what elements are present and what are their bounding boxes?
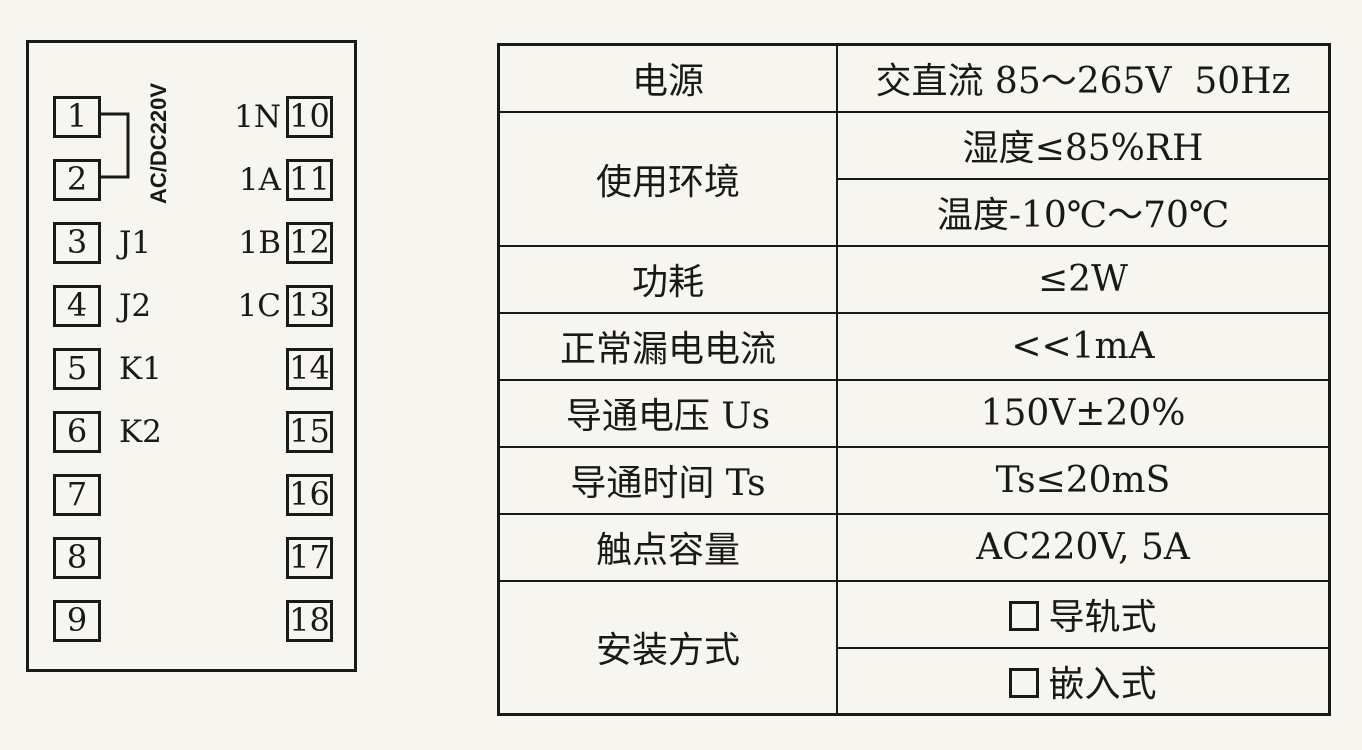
terminal-15: 15 (286, 411, 333, 453)
spec-row: 安装方式导轨式 (497, 579, 1331, 716)
checkbox-unchecked-icon (1009, 601, 1040, 631)
terminal-12: 12 (286, 222, 333, 264)
spec-label-cell: 导通电压 Us (497, 378, 838, 448)
terminal-13: 13 (286, 285, 333, 327)
spec-label-cell: 触点容量 (497, 512, 838, 582)
spec-value-cell: Ts≤20mS (836, 445, 1331, 515)
terminal-16: 16 (286, 474, 333, 516)
spec-label-cell: 安装方式 (497, 579, 838, 716)
terminal-1: 1 (53, 96, 101, 138)
spec-value-cell: 温度-10℃～70℃ (836, 177, 1331, 247)
terminal-10: 10 (286, 96, 333, 138)
spec-value-cell: 导轨式 (836, 579, 1331, 649)
terminal-5: 5 (53, 348, 101, 390)
spec-value-cell: 150V±20% (836, 378, 1331, 448)
spec-row: 嵌入式 (499, 646, 1331, 716)
terminal-2: 2 (53, 159, 101, 201)
terminal-5-label: K1 (119, 351, 162, 387)
terminal-11-label: 1A (238, 162, 281, 198)
terminal-9: 9 (53, 600, 101, 642)
spec-row: 电源交直流 85～265V 50Hz (497, 43, 1331, 113)
terminal-7: 7 (53, 474, 101, 516)
terminal-18: 18 (286, 600, 333, 642)
spec-value-cell: 湿度≤85%RH (836, 110, 1331, 180)
spec-label-cell: 使用环境 (497, 110, 838, 247)
terminal-11: 11 (286, 159, 333, 201)
terminal-3: 3 (53, 222, 101, 264)
spec-row: 使用环境湿度≤85%RH (497, 110, 1331, 247)
spec-label-cell: 正常漏电电流 (497, 311, 838, 381)
spec-value-cell: 交直流 85～265V 50Hz (836, 43, 1331, 113)
checkbox-unchecked-icon (1009, 667, 1040, 698)
terminal-17: 17 (286, 537, 333, 579)
terminal-10-label: 1N (234, 99, 281, 135)
terminal-12-label: 1B (238, 225, 281, 261)
power-supply-label: AC/DC220V (146, 82, 171, 204)
spec-label-cell: 电源 (497, 43, 838, 113)
terminal-3-label: J1 (119, 225, 152, 261)
terminal-14: 14 (286, 348, 333, 390)
spec-value-cell: AC220V, 5A (836, 512, 1331, 582)
terminal-4-label: J2 (119, 288, 152, 324)
terminal-6-label: K2 (119, 414, 162, 450)
spec-row: 温度-10℃～70℃ (499, 177, 1331, 247)
spec-value-cell: <<1mA (836, 311, 1331, 381)
terminal-8: 8 (53, 537, 101, 579)
terminal-13-label: 1C (237, 288, 281, 324)
spec-row: 正常漏电电流<<1mA (497, 311, 1331, 381)
spec-value-cell: ≤2W (836, 244, 1331, 314)
power-jumper-wire (99, 112, 130, 179)
spec-row: 功耗≤2W (497, 244, 1331, 314)
terminal-4: 4 (53, 285, 101, 327)
terminal-6: 6 (53, 411, 101, 453)
spec-label-cell: 导通时间 Ts (497, 445, 838, 515)
spec-label-cell: 功耗 (497, 244, 838, 314)
spec-value-cell: 嵌入式 (836, 646, 1331, 716)
